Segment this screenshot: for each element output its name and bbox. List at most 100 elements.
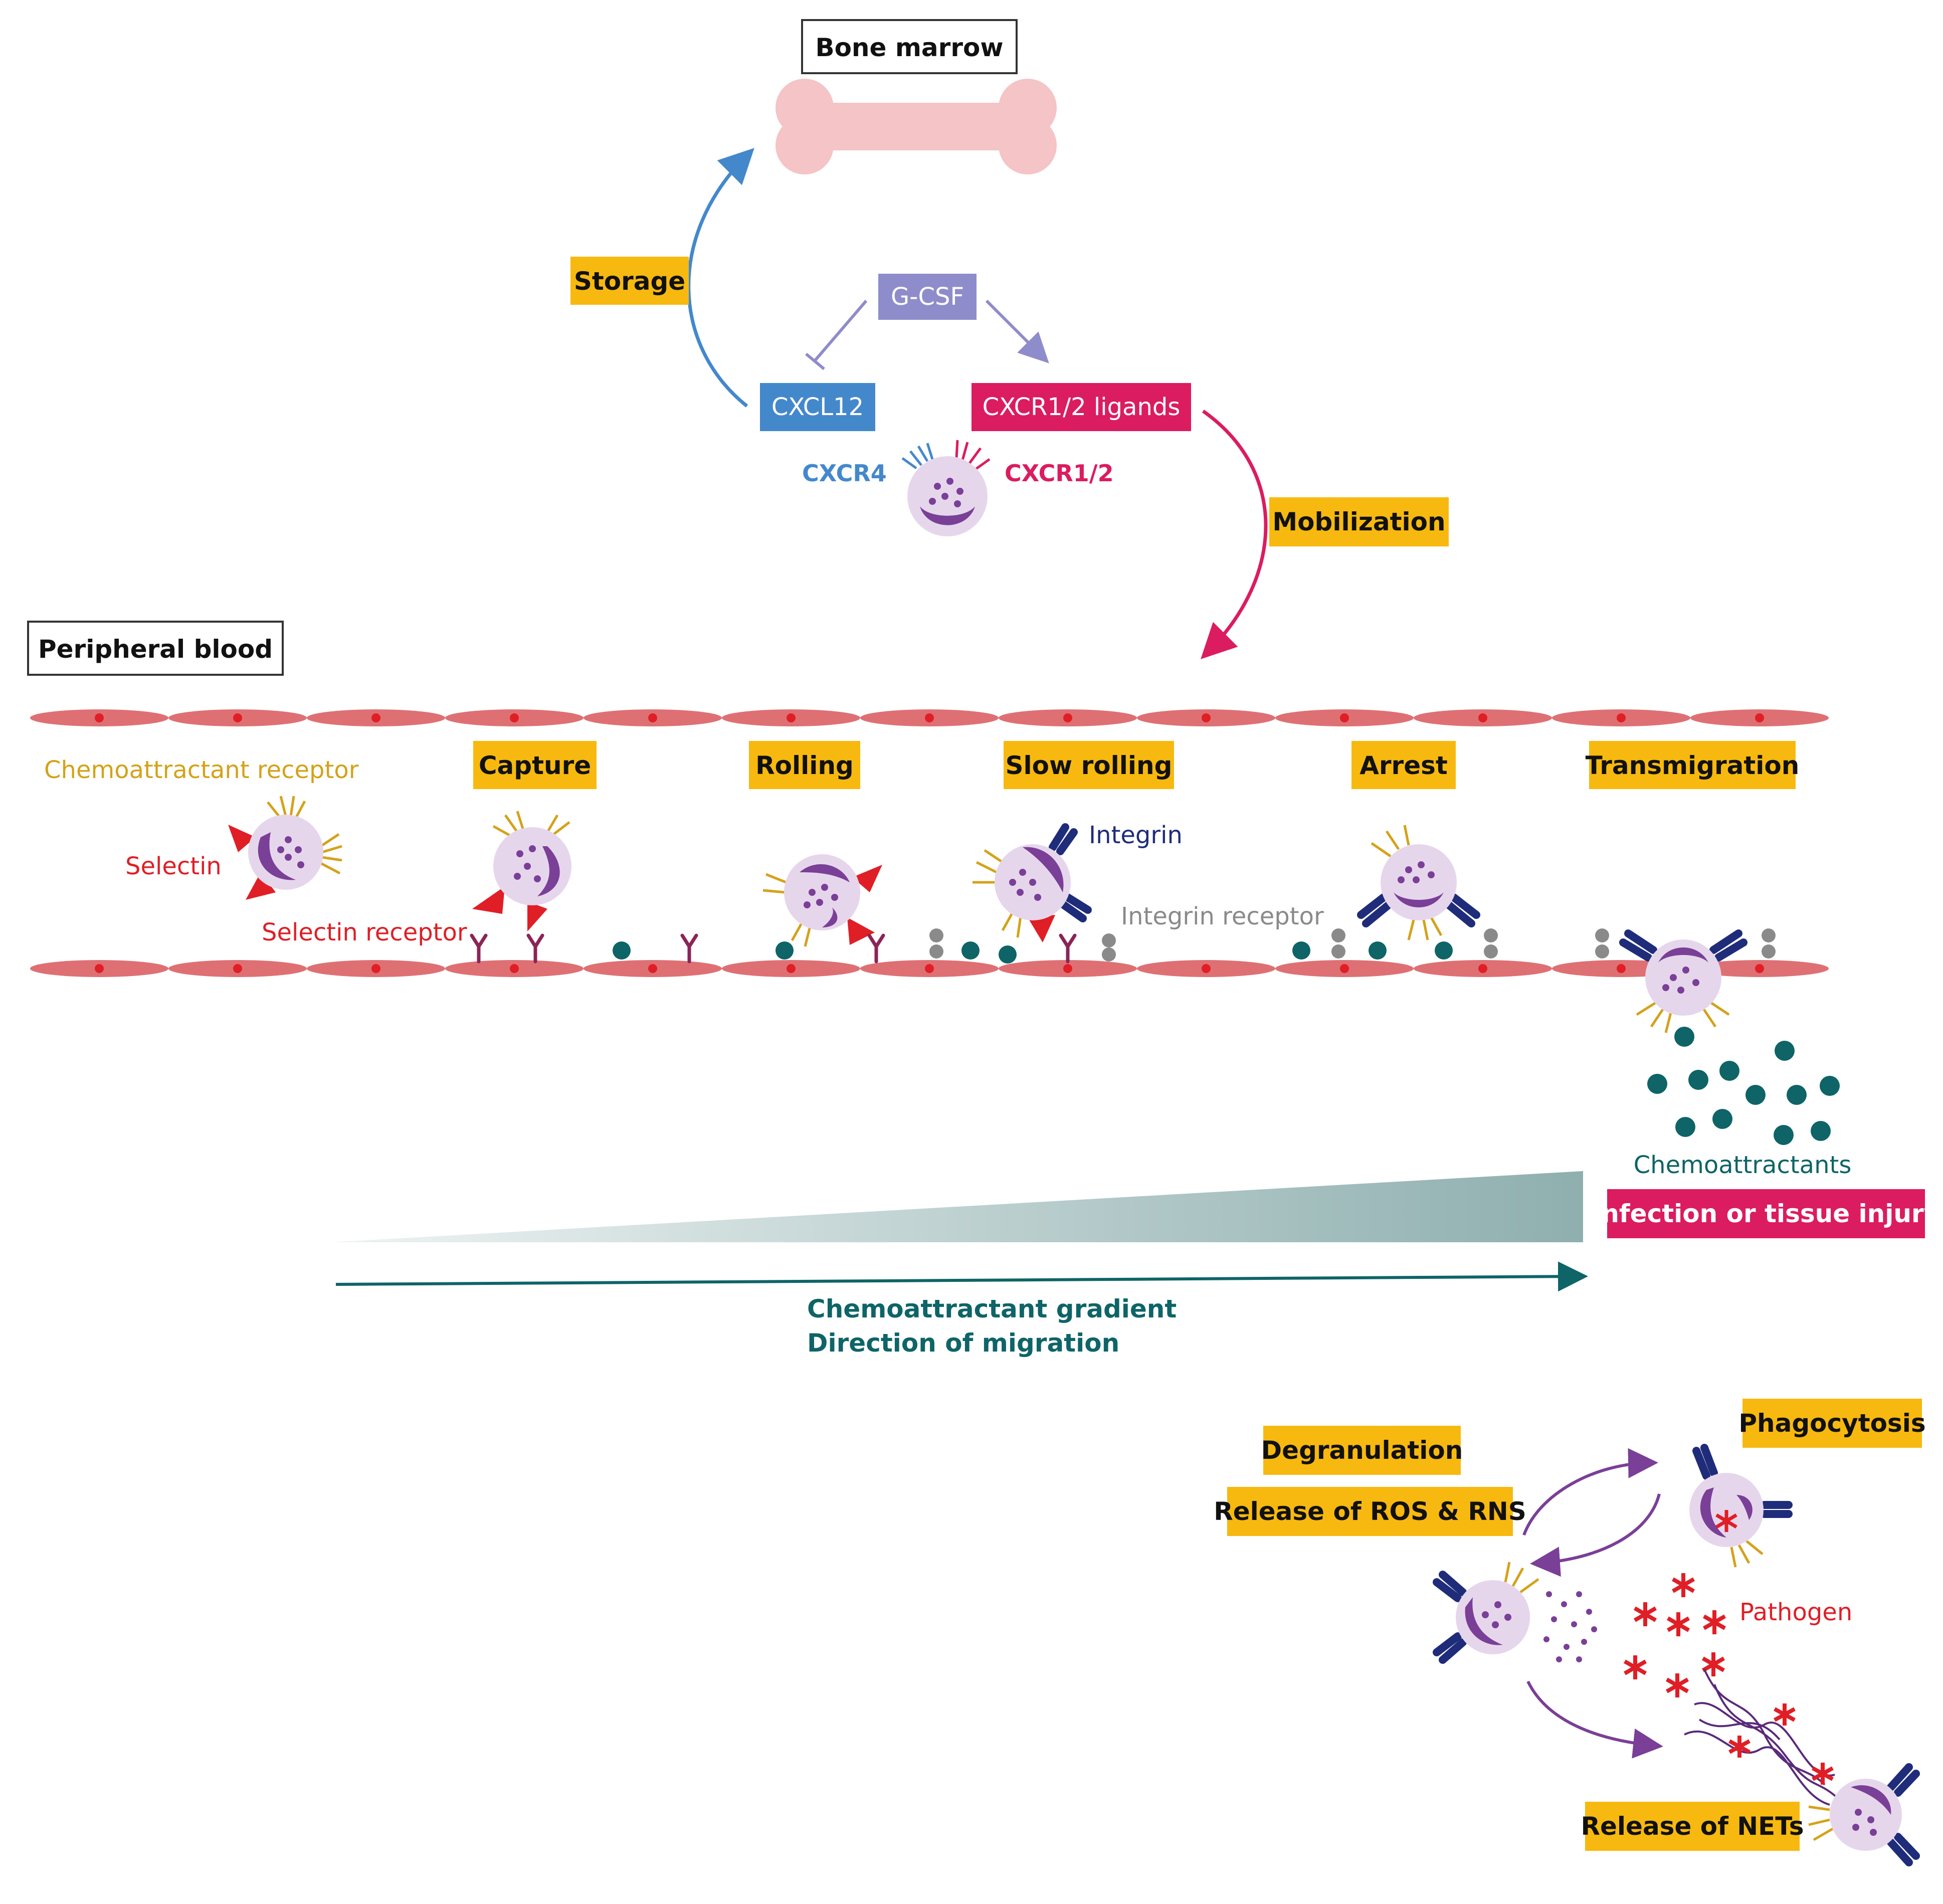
endothelial-nucleus (371, 713, 380, 722)
endothelial-nucleus (1478, 713, 1487, 722)
svg-text:Transmigration: Transmigration (1586, 751, 1800, 780)
chemoattractants-label: Chemoattractants (1634, 1151, 1852, 1179)
pathogen-label: Pathogen (1739, 1598, 1852, 1626)
trapped-pathogen-icons (1728, 1703, 1834, 1785)
endothelial-nucleus (648, 713, 657, 722)
chemoattractant-receptor-icon (267, 796, 342, 875)
endothelial-nucleus (1478, 964, 1487, 973)
endothelial-nucleus (787, 964, 796, 973)
svg-text:G-CSF: G-CSF (891, 283, 964, 311)
mobilization-tag: Mobilization (1269, 497, 1449, 546)
neutrophil-cell-rolling (762, 854, 882, 947)
cxcr-ligands-box: CXCR1/2 ligands (972, 383, 1191, 431)
step-arrest-tag: Arrest (1351, 741, 1456, 789)
storage-tag: Storage (570, 257, 689, 305)
direction-of-migration-arrow (335, 1261, 1588, 1292)
endothelial-nucleus (1755, 713, 1764, 722)
granule-dots (1543, 1591, 1597, 1662)
endothelial-nucleus (1063, 964, 1072, 973)
bone-marrow-box: Bone marrow (801, 19, 1018, 74)
peripheral-blood-label: Peripheral blood (38, 635, 273, 664)
gcsf-activate-arrow (985, 299, 1049, 363)
selectin-receptor-label: Selectin receptor (262, 918, 467, 946)
neutrophil-cell-transmigration (1619, 929, 1747, 1033)
endothelial-nucleus (371, 964, 380, 973)
cxcr12-receptor-icon (955, 440, 991, 471)
chemoattractant-gradient-wedge (331, 1171, 1583, 1242)
mobilization-arrow (1201, 410, 1268, 659)
svg-text:Infection or tissue injury: Infection or tissue injury (1592, 1199, 1940, 1228)
neutrophil-cell-phagocytosis (1689, 1444, 1793, 1568)
peripheral-blood-box: Peripheral blood (27, 621, 284, 676)
cxcr12-label: CXCR1/2 (1005, 460, 1114, 487)
neutrophil-cell-legend (228, 796, 342, 900)
direction-label: Direction of migration (807, 1328, 1119, 1358)
cxcr4-label: CXCR4 (802, 460, 887, 487)
neutrophil-cell-bone-marrow (901, 440, 991, 536)
endothelial-nucleus (1617, 964, 1626, 973)
svg-text:Slow rolling: Slow rolling (1006, 751, 1173, 780)
ros-rns-tag: Release of ROS & RNS (1214, 1487, 1526, 1536)
effector-arrow-to-nets (1526, 1680, 1663, 1759)
endothelial-nucleus (1755, 964, 1764, 973)
endothelial-nucleus (648, 964, 657, 973)
integrin-receptor-icons (929, 928, 1776, 962)
pathogen-icon (1667, 1612, 1690, 1636)
endothelial-nucleus (925, 713, 934, 722)
integrin-label: Integrin (1089, 821, 1183, 849)
step-rolling-tag: Rolling (749, 741, 860, 789)
ingested-pathogen-icon (1715, 1510, 1737, 1532)
chemoattractant-receptor-label: Chemoattractant receptor (44, 756, 359, 784)
pathogen-icon (1672, 1573, 1695, 1597)
pathogen-icon (1666, 1673, 1689, 1697)
endothelial-nucleus (1617, 713, 1626, 722)
integrin-icon (1049, 823, 1078, 855)
pathogen-icon (1634, 1602, 1657, 1626)
endothelial-nucleus (1202, 964, 1211, 973)
gcsf-inhibit-line (805, 300, 868, 370)
endothelial-nucleus (95, 713, 104, 722)
chemoattractant-dots-endothelium (613, 941, 1453, 964)
step-slow-rolling-tag: Slow rolling (1004, 741, 1174, 789)
storage-arrow (687, 148, 754, 408)
neutrophil-cell-capture (472, 811, 571, 931)
pathogen-icon (1702, 1652, 1725, 1676)
effector-arrow-to-phagocytosis (1522, 1448, 1658, 1536)
svg-text:Mobilization: Mobilization (1272, 507, 1445, 536)
net-fibers (1684, 1669, 1846, 1806)
gcsf-box: G-CSF (878, 274, 977, 320)
endothelial-nucleus (925, 964, 934, 973)
endothelial-nucleus (95, 964, 104, 973)
cxcl12-box: CXCL12 (760, 383, 875, 431)
neutrophil-cell-slow-rolling (973, 823, 1092, 942)
selectin-label: Selectin (125, 852, 222, 880)
endothelial-nucleus (233, 713, 242, 722)
svg-text:Capture: Capture (479, 751, 591, 780)
phagocytosis-tag: Phagocytosis (1738, 1399, 1926, 1448)
pathogen-icon (1624, 1655, 1647, 1679)
selectin-receptor-icons (470, 933, 1077, 964)
svg-text:CXCR1/2 ligands: CXCR1/2 ligands (983, 393, 1181, 421)
svg-text:Arrest: Arrest (1359, 751, 1448, 780)
neutrophil-cell-nets (1808, 1763, 1920, 1866)
bone-icon (775, 79, 1057, 174)
pathogen-icon (1703, 1610, 1726, 1634)
step-capture-tag: Capture (473, 741, 597, 789)
degranulation-tag: Degranulation (1261, 1426, 1463, 1475)
endothelium-bottom-row (30, 960, 1829, 977)
pathogen-icons (1624, 1573, 1726, 1697)
integrin-receptor-label: Integrin receptor (1121, 902, 1324, 930)
gradient-label: Chemoattractant gradient (807, 1294, 1177, 1323)
infection-box: Infection or tissue injury (1592, 1189, 1940, 1238)
svg-text:Release of ROS & RNS: Release of ROS & RNS (1214, 1497, 1526, 1526)
svg-text:Release of NETs: Release of NETs (1581, 1812, 1804, 1841)
bone-marrow-label: Bone marrow (815, 33, 1003, 62)
svg-text:Degranulation: Degranulation (1261, 1436, 1463, 1465)
endothelial-nucleus (510, 713, 519, 722)
endothelial-nucleus (1063, 713, 1072, 722)
endothelium-top-row (30, 709, 1829, 726)
neutrophil-cell-degranulation (1433, 1562, 1539, 1664)
nets-tag: Release of NETs (1581, 1802, 1804, 1851)
endothelial-nucleus (1340, 964, 1349, 973)
endothelial-nucleus (510, 964, 519, 973)
